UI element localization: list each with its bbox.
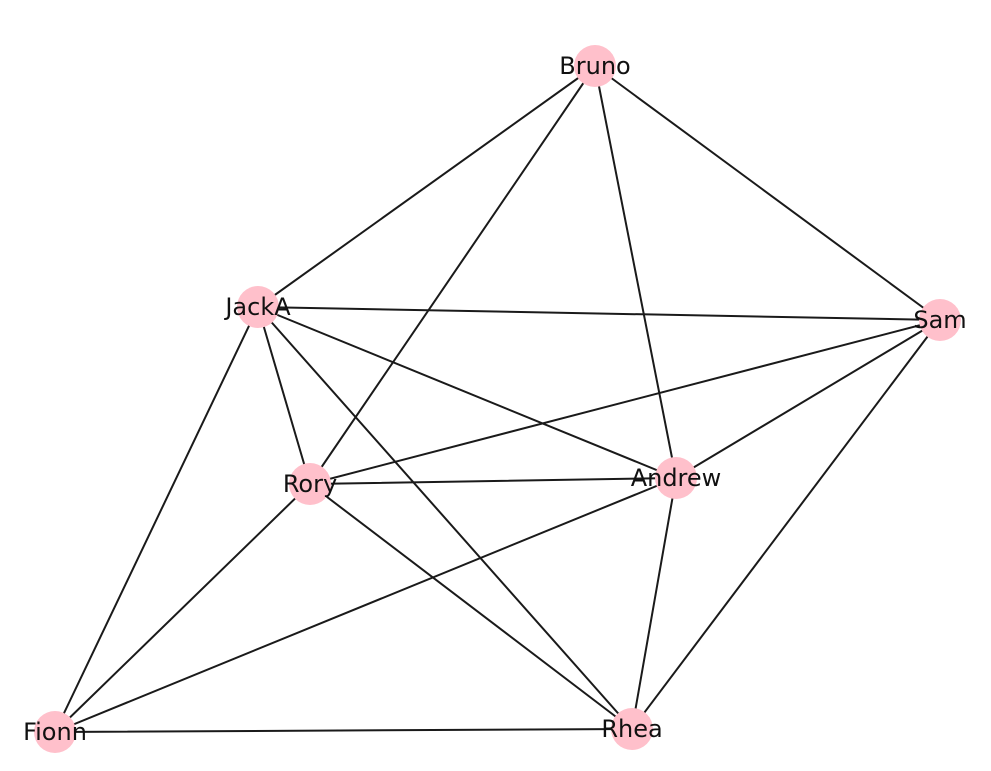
node-rhea: Rhea xyxy=(601,708,663,750)
edge-sam-rory xyxy=(309,319,941,485)
node-sam: Sam xyxy=(913,299,967,341)
node-label-sam: Sam xyxy=(913,306,966,334)
node-circle-bruno xyxy=(574,45,616,87)
node-circle-fionn xyxy=(34,711,76,753)
edge-jacka-rory xyxy=(257,306,311,485)
node-rory: Rory xyxy=(283,463,337,505)
node-circle-sam xyxy=(919,299,961,341)
graph-edges xyxy=(54,65,941,733)
node-label-andrew: Andrew xyxy=(631,464,722,492)
edge-fionn-rhea xyxy=(54,728,633,733)
edge-bruno-jacka xyxy=(257,65,596,308)
node-label-bruno: Bruno xyxy=(559,52,630,80)
edge-bruno-rory xyxy=(309,65,596,485)
edge-jacka-fionn xyxy=(54,306,259,733)
edge-rory-andrew xyxy=(309,477,677,485)
edge-rory-fionn xyxy=(54,483,311,733)
node-label-rory: Rory xyxy=(283,470,337,498)
edge-jacka-sam xyxy=(257,306,941,321)
node-circle-andrew xyxy=(655,457,697,499)
node-label-rhea: Rhea xyxy=(601,715,662,743)
node-label-fionn: Fionn xyxy=(23,718,87,746)
node-circle-rhea xyxy=(611,708,653,750)
node-label-jacka: JackA xyxy=(223,293,291,321)
node-circle-rory xyxy=(289,463,331,505)
edge-jacka-rhea xyxy=(257,306,633,730)
edge-sam-rhea xyxy=(631,319,941,730)
node-fionn: Fionn xyxy=(23,711,87,753)
node-bruno: Bruno xyxy=(559,45,631,87)
edge-rory-rhea xyxy=(309,483,633,730)
edge-bruno-sam xyxy=(594,65,941,321)
edge-bruno-andrew xyxy=(594,65,677,479)
edge-sam-andrew xyxy=(675,319,941,479)
edge-andrew-fionn xyxy=(54,477,677,733)
node-circle-jacka xyxy=(237,286,279,328)
edge-andrew-rhea xyxy=(631,477,677,730)
node-jacka: JackA xyxy=(223,286,291,328)
edge-jacka-andrew xyxy=(257,306,677,479)
node-andrew: Andrew xyxy=(631,457,722,499)
